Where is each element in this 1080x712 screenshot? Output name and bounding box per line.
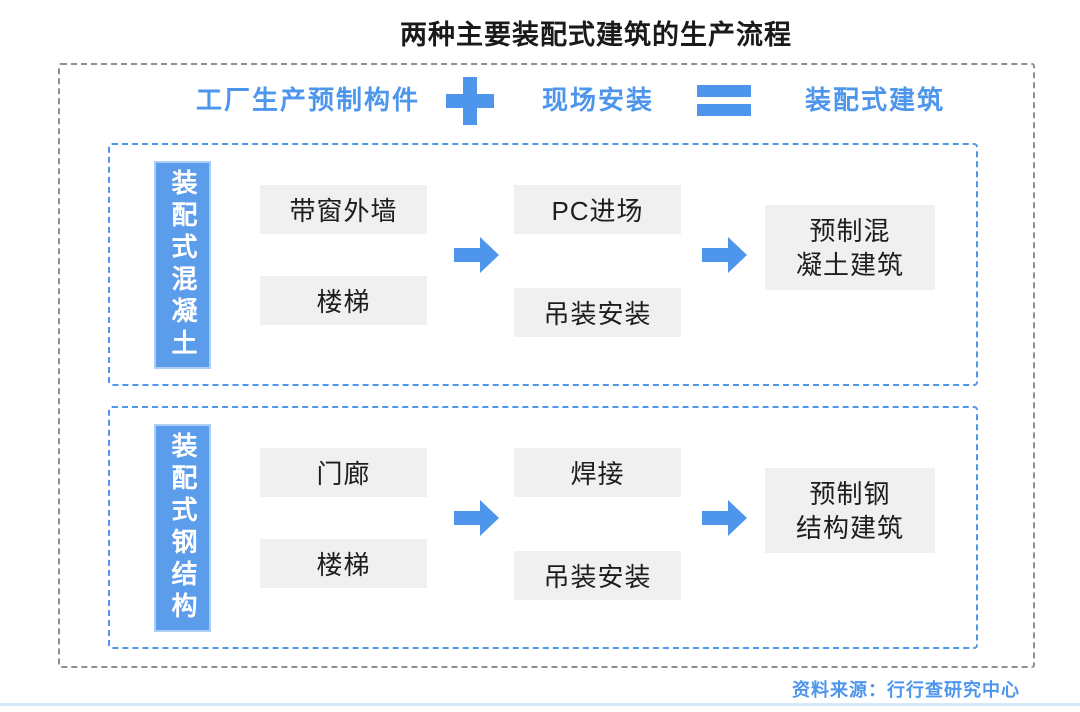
install-step-box: 焊接 bbox=[514, 448, 681, 497]
formula-factory-label: 工厂生产预制构件 bbox=[196, 85, 421, 115]
install-step-box: PC进场 bbox=[514, 185, 681, 234]
right-arrow-icon bbox=[702, 237, 747, 273]
formula-result-label: 装配式建筑 bbox=[805, 85, 946, 115]
right-arrow-icon bbox=[454, 237, 499, 273]
result-line: 预制钢 bbox=[809, 478, 891, 509]
component-box: 楼梯 bbox=[260, 539, 427, 588]
component-box: 楼梯 bbox=[260, 276, 427, 325]
component-box: 门廊 bbox=[260, 448, 427, 497]
result-line: 结构建筑 bbox=[795, 512, 904, 543]
install-step-box: 吊装安装 bbox=[514, 551, 681, 600]
result-line: 凝土建筑 bbox=[795, 249, 904, 280]
section-steel-label: 装配式钢结构 bbox=[154, 424, 211, 632]
section-concrete: 装配式混凝土 带窗外墙 楼梯 PC进场 吊装安装 预制混 凝土建筑 bbox=[108, 143, 978, 386]
formula-site-label: 现场安装 bbox=[542, 85, 655, 115]
right-arrow-icon bbox=[454, 500, 499, 536]
install-step-box: 吊装安装 bbox=[514, 288, 681, 337]
bottom-divider bbox=[0, 703, 1080, 706]
result-box: 预制钢 结构建筑 bbox=[765, 468, 935, 553]
right-arrow-icon bbox=[702, 500, 747, 536]
component-box: 带窗外墙 bbox=[260, 185, 427, 234]
page-title: 两种主要装配式建筑的生产流程 bbox=[400, 20, 792, 50]
outer-frame bbox=[58, 63, 1035, 668]
section-concrete-label: 装配式混凝土 bbox=[154, 161, 211, 369]
result-box: 预制混 凝土建筑 bbox=[765, 205, 935, 290]
section-steel: 装配式钢结构 门廊 楼梯 焊接 吊装安装 预制钢 结构建筑 bbox=[108, 406, 978, 649]
equals-icon bbox=[697, 85, 751, 116]
plus-icon bbox=[446, 77, 494, 125]
source-attribution: 资料来源：行行查研究中心 bbox=[792, 680, 1020, 700]
result-line: 预制混 bbox=[809, 215, 891, 246]
